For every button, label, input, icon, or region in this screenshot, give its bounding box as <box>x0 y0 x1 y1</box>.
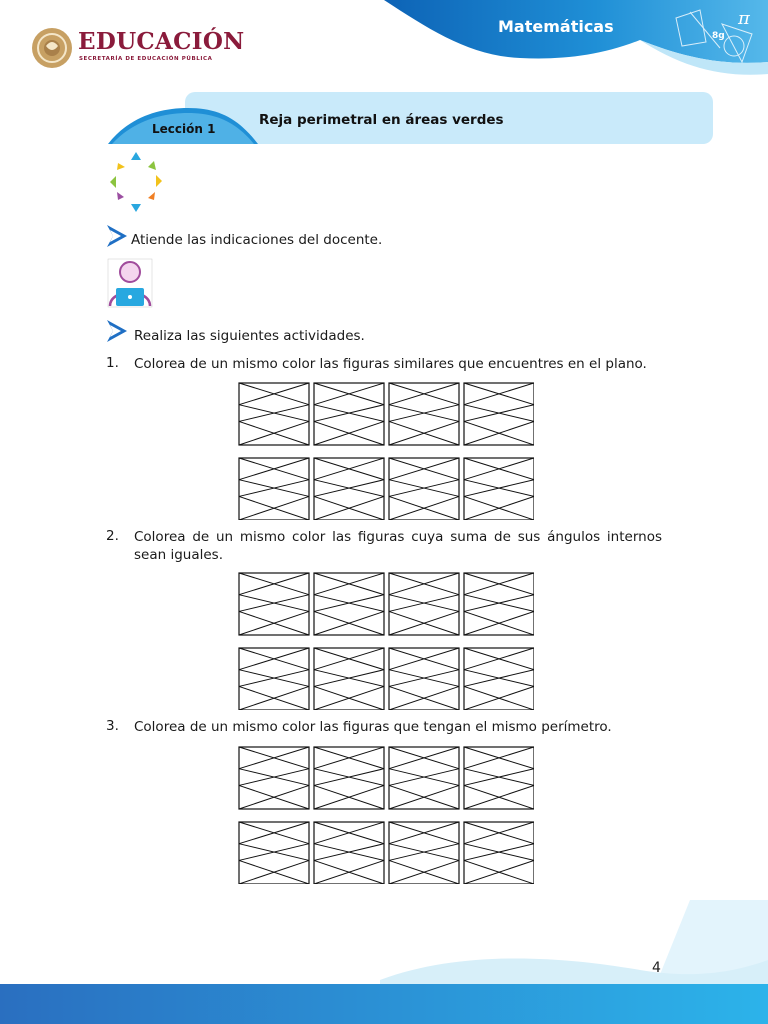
fence-panel <box>238 647 310 710</box>
fence-panel <box>238 382 310 446</box>
fence-panel <box>463 746 534 810</box>
pi-symbol: π <box>738 8 750 29</box>
page-number: 4 <box>652 960 661 976</box>
fence-figure-grid <box>238 746 534 884</box>
brand-subtitle: SECRETARÍA DE EDUCACIÓN PÚBLICA <box>79 56 213 62</box>
instruction-text: Realiza las siguientes actividades. <box>134 328 365 344</box>
fence-panel <box>313 457 385 520</box>
lesson-label: Lección 1 <box>152 122 216 136</box>
fence-panel <box>463 647 534 710</box>
fence-figure-grid <box>238 572 534 710</box>
fence-panel <box>463 457 534 520</box>
lesson-title-bar <box>185 92 713 144</box>
fence-panel <box>388 382 460 446</box>
seal-logo <box>32 28 72 68</box>
lesson-title: Reja perimetral en áreas verdes <box>259 112 504 128</box>
fence-panel <box>313 647 385 710</box>
activity-text: Colorea de un mismo color las figuras si… <box>134 356 647 372</box>
fence-panel <box>388 457 460 520</box>
lesson-tab <box>108 108 258 144</box>
activity-number: 2. <box>106 528 119 544</box>
fence-panel <box>238 572 310 636</box>
fence-panel <box>313 746 385 810</box>
fence-panel <box>388 647 460 710</box>
fence-panel <box>388 572 460 636</box>
fence-panel <box>388 746 460 810</box>
header-band: 8g <box>384 0 768 75</box>
activity-number: 1. <box>106 355 119 371</box>
footer-band <box>0 900 768 1024</box>
activity-ring-icon <box>110 152 162 212</box>
fence-panel <box>463 821 534 884</box>
subject-title: Matemáticas <box>498 17 614 36</box>
fence-panel <box>388 821 460 884</box>
fence-panel <box>313 572 385 636</box>
activity-text: Colorea de un mismo color las figuras qu… <box>134 719 612 735</box>
fence-panel <box>463 382 534 446</box>
fence-panel <box>238 821 310 884</box>
fence-panel <box>238 746 310 810</box>
fence-panel <box>313 382 385 446</box>
fence-panel <box>313 821 385 884</box>
svg-text:8g: 8g <box>712 31 725 41</box>
activity-text: Colorea de un mismo color las figuras cu… <box>134 529 662 563</box>
fence-figure-grid <box>238 382 534 520</box>
fence-panel <box>238 457 310 520</box>
teacher-laptop-icon <box>107 258 153 308</box>
arrow-icon <box>107 320 127 342</box>
arrow-icon <box>107 225 127 247</box>
instruction-text: Atiende las indicaciones del docente. <box>131 232 383 248</box>
activity-number: 3. <box>106 718 119 734</box>
fence-panel <box>463 572 534 636</box>
brand-name: EDUCACIÓN <box>78 28 245 55</box>
